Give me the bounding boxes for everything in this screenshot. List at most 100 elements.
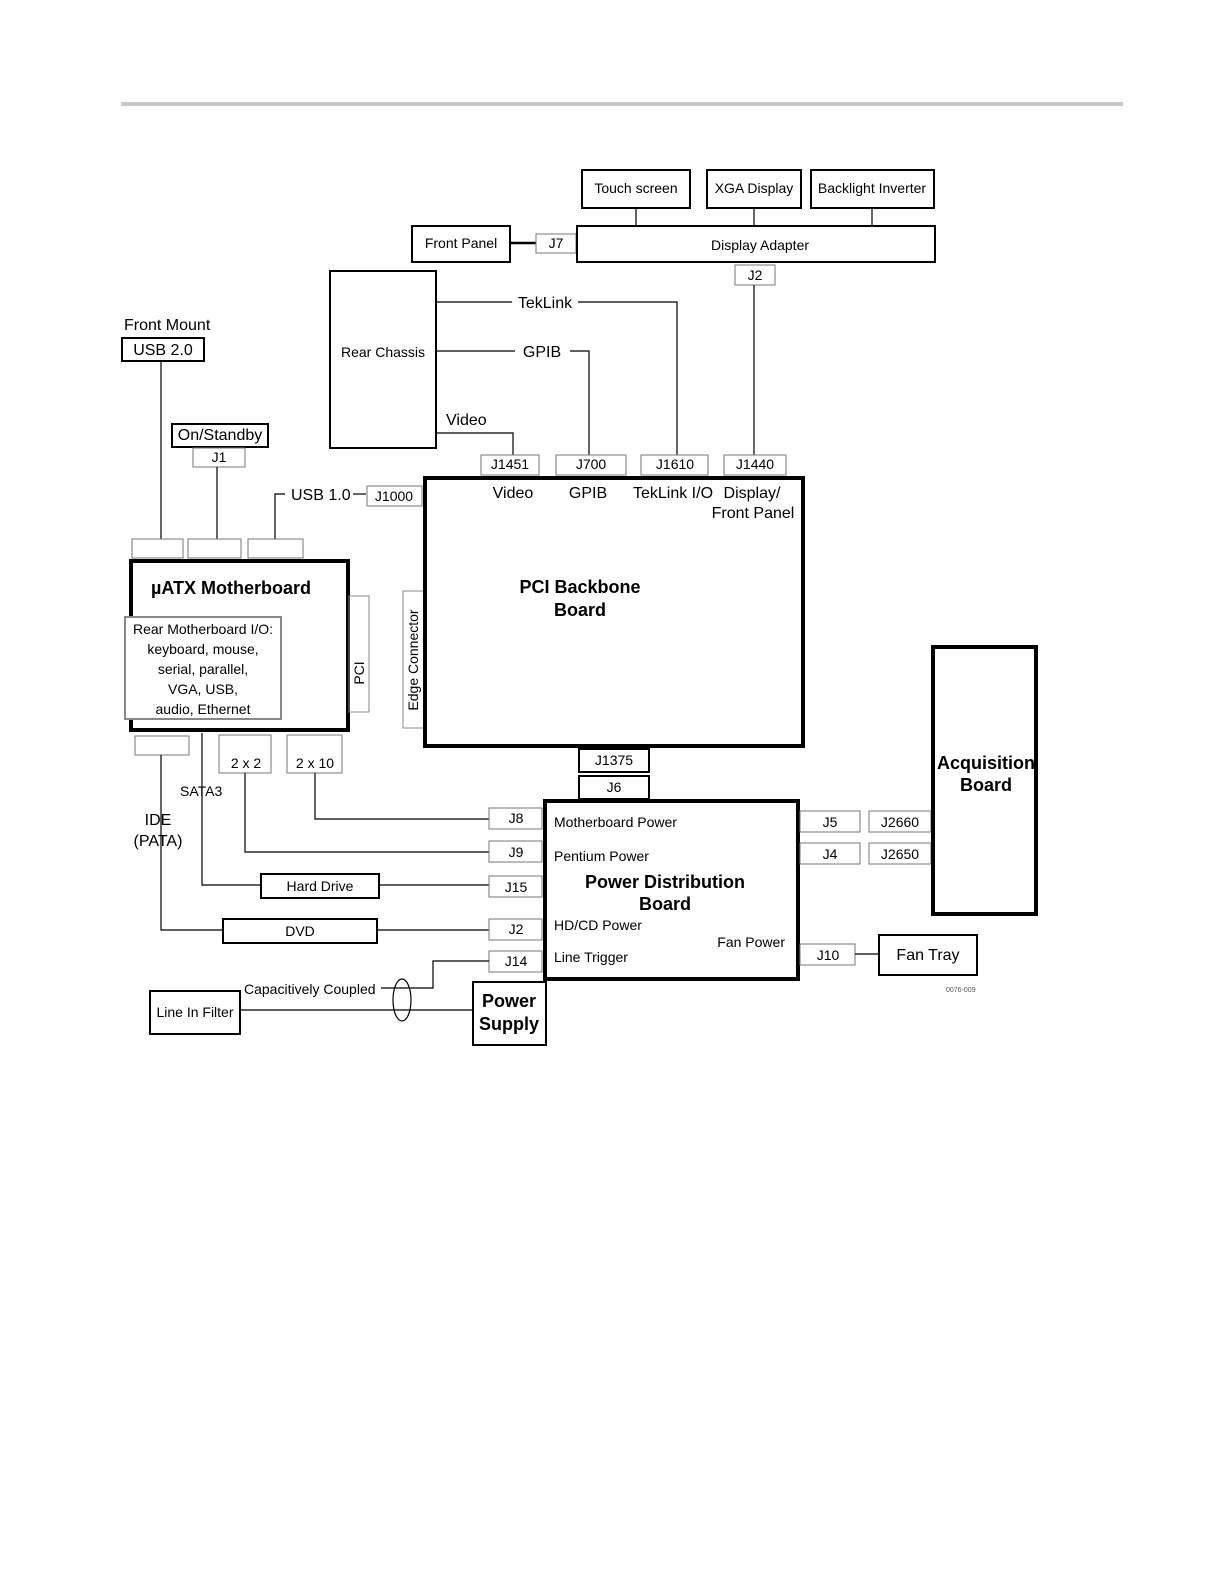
j1000-label: J1000 — [375, 488, 413, 504]
j7-label: J7 — [549, 235, 564, 251]
j8-label: J8 — [509, 810, 524, 826]
on-standby-box — [171, 423, 269, 448]
j1610-label: J1610 — [656, 456, 694, 472]
wire-ide-dvd — [160, 755, 223, 931]
wire-teklink-b — [578, 301, 678, 455]
j1610-connector — [640, 454, 709, 476]
j9-label: J9 — [509, 844, 524, 860]
front-panel-label: Front Panel — [425, 235, 497, 251]
wire-gpib-b — [570, 350, 590, 455]
power-supply-line1: Power — [482, 991, 536, 1011]
j2-top-label: J2 — [748, 267, 763, 283]
rear-chassis-label: Rear Chassis — [341, 344, 425, 360]
j1000-connector — [366, 485, 423, 507]
line-in-filter-label: Line In Filter — [156, 1004, 233, 1020]
j2660-label: J2660 — [881, 814, 919, 830]
backlight-inverter-label: Backlight Inverter — [818, 180, 926, 196]
dvd-label: DVD — [285, 923, 315, 939]
pci-label: PCI — [351, 661, 367, 684]
rear-chassis-box — [329, 270, 437, 449]
line-trigger-label: Line Trigger — [554, 949, 628, 965]
j1-connector — [192, 447, 246, 468]
j1-label: J1 — [212, 449, 227, 465]
pata-label: (PATA) — [134, 833, 183, 850]
pci-backbone-line2: Board — [554, 600, 606, 620]
j4-connector — [799, 842, 861, 865]
j2-connector — [488, 918, 543, 941]
acquisition-board-box — [931, 645, 1038, 916]
fan-tray-box — [878, 934, 978, 976]
hdcd-power-label: HD/CD Power — [554, 917, 642, 933]
wire-2x2-j9 — [244, 773, 489, 853]
line-in-filter-box — [149, 990, 241, 1035]
pdb-line1: Power Distribution — [585, 872, 745, 892]
gpib-port-label: GPIB — [569, 485, 607, 502]
acquisition-line1: Acquisition — [937, 753, 1035, 773]
dvd-box — [222, 918, 378, 944]
usb10-label: USB 1.0 — [291, 487, 351, 504]
rear-io-box — [124, 616, 282, 720]
pdb-line2: Board — [639, 894, 691, 914]
header-2x2-label: 2 x 2 — [231, 755, 262, 771]
j700-connector — [555, 454, 627, 476]
rear-io-line5: audio, Ethernet — [156, 701, 251, 717]
video-port-label: Video — [493, 485, 534, 502]
front-mount-label: Front Mount — [124, 317, 211, 334]
coupling-ring — [392, 978, 412, 1022]
mb-header-usb20 — [131, 538, 184, 559]
hard-drive-box — [260, 873, 380, 899]
j1375-connector — [578, 748, 650, 773]
j2-label: J2 — [509, 921, 524, 937]
wire-2x10-j8 — [314, 773, 489, 820]
rear-io-line4: VGA, USB, — [168, 681, 238, 697]
wire-j14-capcoupled — [381, 960, 489, 989]
j5-connector — [799, 810, 861, 833]
sata3-label: SATA3 — [180, 783, 222, 799]
mb-power-label: Motherboard Power — [554, 814, 677, 830]
j15-label: J15 — [505, 879, 528, 895]
rear-io-line3: serial, parallel, — [158, 661, 248, 677]
usb20-label: USB 2.0 — [133, 342, 193, 359]
motherboard-label: µATX Motherboard — [151, 578, 311, 598]
j4-label: J4 — [823, 846, 838, 862]
teklink-label: TekLink — [518, 295, 573, 312]
cap-coupled-label: Capacitively Coupled — [244, 981, 376, 997]
power-supply-box — [472, 981, 547, 1046]
pci-backbone-line1: PCI Backbone — [519, 577, 640, 597]
j1451-label: J1451 — [491, 456, 529, 472]
power-distribution-box — [543, 799, 800, 981]
gpib-label: GPIB — [523, 344, 561, 361]
fan-power-label: Fan Power — [717, 934, 785, 950]
edge-connector-label: Edge Connector — [405, 609, 421, 711]
display-port-line1: Display/ — [724, 485, 781, 502]
j2650-label: J2650 — [881, 846, 919, 862]
mb-header-usb10 — [247, 538, 304, 559]
touch-screen-label: Touch screen — [594, 180, 677, 196]
pentium-power-label: Pentium Power — [554, 848, 649, 864]
wire-video — [436, 432, 514, 455]
rear-io-line1: Rear Motherboard I/O: — [133, 621, 273, 637]
display-port-line2: Front Panel — [712, 505, 795, 522]
xga-display-label: XGA Display — [715, 180, 794, 196]
mb-header-ide — [134, 735, 190, 756]
figure-code: 0076-009 — [946, 987, 976, 994]
j700-label: J700 — [576, 456, 607, 472]
j9-connector — [488, 840, 543, 863]
j14-label: J14 — [505, 953, 528, 969]
display-adapter-label: Display Adapter — [711, 237, 809, 253]
j1451-connector — [480, 454, 540, 476]
header-2x10 — [286, 734, 343, 774]
usb20-box — [121, 337, 205, 362]
j1440-connector — [723, 454, 787, 476]
wire-usb10 — [274, 493, 285, 539]
display-adapter-box — [576, 225, 936, 263]
hard-drive-label: Hard Drive — [287, 878, 354, 894]
j2-top-connector — [734, 264, 776, 286]
fan-tray-label: Fan Tray — [896, 947, 959, 964]
j6-label: J6 — [607, 779, 622, 795]
j10-label: J10 — [817, 947, 840, 963]
video-label: Video — [446, 412, 487, 429]
header-rule — [121, 102, 1123, 106]
rear-io-line2: keyboard, mouse, — [147, 641, 258, 657]
